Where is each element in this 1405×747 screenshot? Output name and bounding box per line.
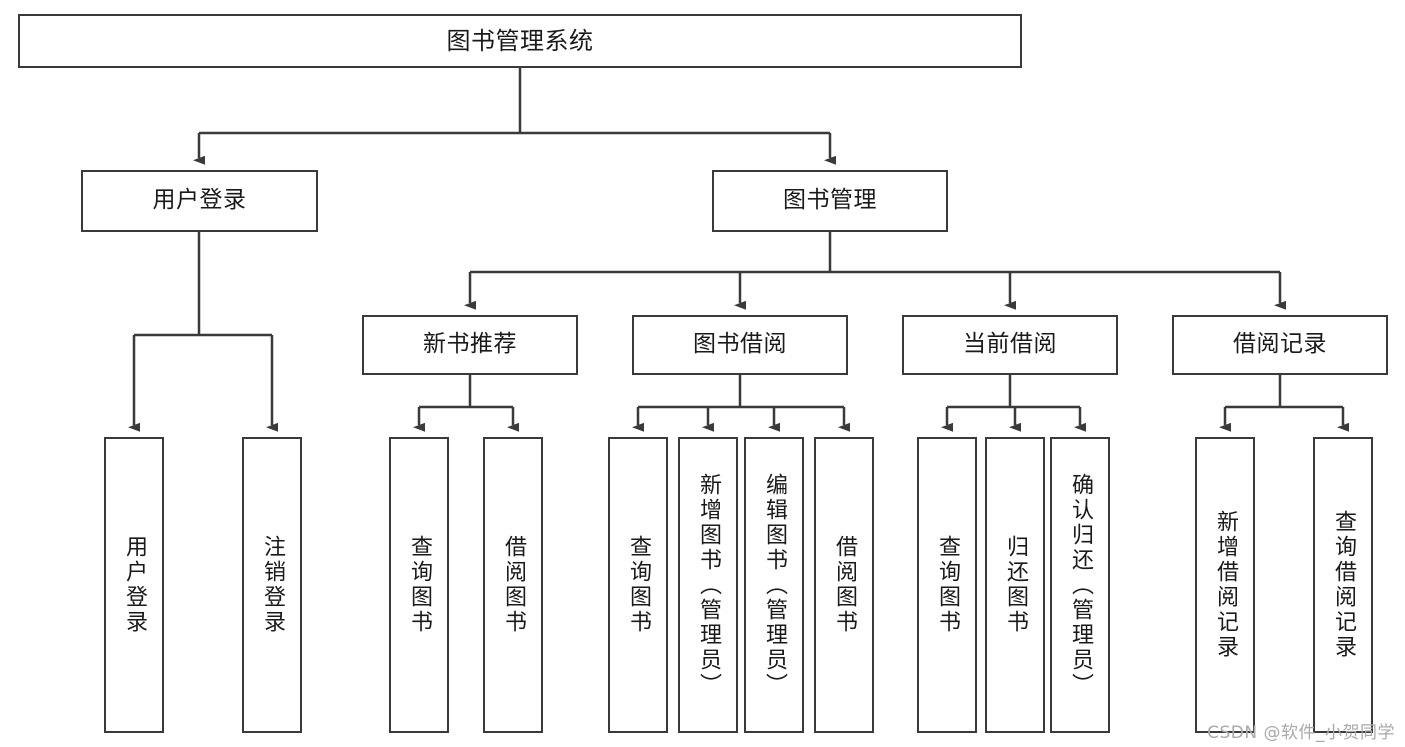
- node-borrow-record[interactable]: 借阅记录: [1172, 315, 1388, 375]
- node-leaf-query-book-2[interactable]: 查询图书: [608, 437, 668, 733]
- node-book-borrow-label: 图书借阅: [693, 331, 787, 358]
- node-leaf-query-record-label: 查询借阅记录: [1330, 510, 1356, 660]
- node-leaf-add-record-label: 新增借阅记录: [1212, 510, 1238, 660]
- node-root-label: 图书管理系统: [446, 26, 594, 55]
- node-leaf-user-login-label: 用户登录: [121, 535, 147, 635]
- node-leaf-edit-book-label: 编辑图书（管理员）: [761, 472, 787, 698]
- node-leaf-edit-book[interactable]: 编辑图书（管理员）: [744, 437, 804, 733]
- node-leaf-query-book-2-label: 查询图书: [625, 535, 651, 635]
- node-leaf-confirm-return-label: 确认归还（管理员）: [1067, 472, 1093, 698]
- node-leaf-query-book-1[interactable]: 查询图书: [389, 437, 449, 733]
- node-leaf-borrow-book-1-label: 借阅图书: [500, 535, 526, 635]
- node-leaf-logout-login[interactable]: 注销登录: [242, 437, 302, 733]
- node-leaf-query-book-1-label: 查询图书: [406, 535, 432, 635]
- node-leaf-add-book[interactable]: 新增图书（管理员）: [678, 437, 738, 733]
- node-leaf-return-book[interactable]: 归还图书: [985, 437, 1045, 733]
- node-current-borrow[interactable]: 当前借阅: [902, 315, 1118, 375]
- node-book-manage[interactable]: 图书管理: [712, 170, 948, 232]
- node-root[interactable]: 图书管理系统: [18, 14, 1022, 68]
- node-leaf-borrow-book-2[interactable]: 借阅图书: [814, 437, 874, 733]
- node-leaf-add-record[interactable]: 新增借阅记录: [1195, 437, 1255, 733]
- node-leaf-add-book-label: 新增图书（管理员）: [695, 472, 721, 698]
- node-user-login[interactable]: 用户登录: [81, 170, 318, 232]
- node-current-borrow-label: 当前借阅: [963, 331, 1057, 358]
- node-leaf-query-record[interactable]: 查询借阅记录: [1313, 437, 1373, 733]
- node-leaf-user-login[interactable]: 用户登录: [104, 437, 164, 733]
- node-leaf-borrow-book-1[interactable]: 借阅图书: [483, 437, 543, 733]
- node-leaf-confirm-return[interactable]: 确认归还（管理员）: [1050, 437, 1110, 733]
- node-leaf-query-book-3-label: 查询图书: [934, 535, 960, 635]
- node-book-borrow[interactable]: 图书借阅: [632, 315, 848, 375]
- node-leaf-query-book-3[interactable]: 查询图书: [917, 437, 977, 733]
- node-user-login-label: 用户登录: [152, 187, 247, 214]
- node-leaf-borrow-book-2-label: 借阅图书: [831, 535, 857, 635]
- node-book-manage-label: 图书管理: [783, 187, 877, 214]
- node-leaf-return-book-label: 归还图书: [1002, 535, 1028, 635]
- node-leaf-logout-login-label: 注销登录: [259, 535, 285, 635]
- node-new-book-recommend-label: 新书推荐: [423, 331, 517, 358]
- node-borrow-record-label: 借阅记录: [1233, 331, 1327, 358]
- node-new-book-recommend[interactable]: 新书推荐: [362, 315, 578, 375]
